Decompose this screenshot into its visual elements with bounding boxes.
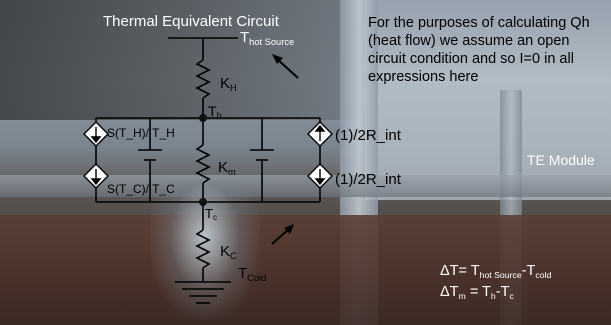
resistor-k-h bbox=[195, 59, 211, 99]
label-k-m: Km bbox=[218, 159, 236, 177]
diagram-title: Thermal Equivalent Circuit bbox=[103, 13, 279, 30]
label-t-c: Tc bbox=[205, 206, 217, 223]
pointer-hot-head bbox=[272, 54, 283, 64]
arrow-right-top-head bbox=[314, 124, 326, 132]
resistor-k-m bbox=[195, 144, 211, 184]
equation-delta-tm: ΔTm = Th-Tc bbox=[440, 284, 514, 301]
label-k-c: KC bbox=[220, 243, 237, 261]
node-t-c bbox=[199, 198, 207, 206]
label-seebeck-cold: S(T_C)/ T_C bbox=[107, 182, 175, 196]
explanation-note: For the purposes of calculating Qh (heat… bbox=[368, 15, 590, 85]
label-t-h: Th bbox=[208, 103, 222, 121]
te-module-label: TE Module bbox=[527, 152, 595, 168]
arrow-left-top-head bbox=[90, 136, 102, 144]
node-t-h bbox=[199, 114, 207, 122]
background-floor bbox=[0, 215, 611, 325]
equation-delta-t: ΔT= Thot Source-Tcold bbox=[440, 263, 552, 280]
background-window bbox=[365, 0, 611, 200]
label-joule-bottom: (1)/2R_int bbox=[335, 171, 401, 188]
label-t-hot-source: Thot Source bbox=[240, 29, 295, 47]
pointer-cold-head bbox=[284, 224, 294, 234]
label-t-cold: TCold bbox=[238, 265, 267, 283]
arrow-right-bottom-head bbox=[314, 178, 326, 186]
background-dark-panel bbox=[0, 0, 360, 120]
label-joule-top: (1)/2R_int bbox=[335, 127, 401, 144]
label-k-h: KH bbox=[220, 75, 237, 93]
resistor-k-c bbox=[195, 229, 211, 269]
arrow-left-bottom-head bbox=[90, 178, 102, 186]
label-seebeck-hot: S(T_H)/ T_H bbox=[107, 126, 175, 140]
